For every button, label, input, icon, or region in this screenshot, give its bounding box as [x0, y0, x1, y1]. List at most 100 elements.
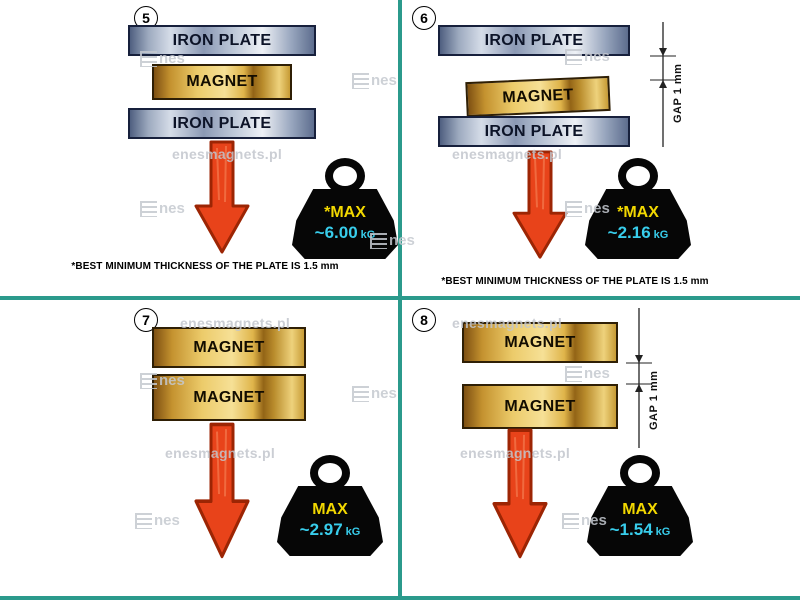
pull-force-arrow [194, 422, 250, 559]
magnet-plate: MAGNET [465, 75, 611, 118]
pull-force-arrow [512, 150, 568, 259]
enes-logo-icon [565, 201, 582, 217]
enes-logo-icon [565, 366, 582, 382]
enes-logo-text: nes [159, 372, 185, 389]
watermark-enes-logo: nes [352, 385, 397, 402]
watermark-enes-logo: nes [565, 48, 610, 65]
iron-plate-top: IRON PLATE [128, 25, 316, 56]
weight-unit: kG [655, 525, 671, 538]
watermark-enes-logo: nes [352, 72, 397, 89]
weight-handle [310, 455, 350, 491]
gap-label: GAP 1 mm [672, 63, 684, 123]
panel-number-badge: 8 [412, 308, 436, 332]
weight-handle [620, 455, 660, 491]
plate-label: IRON PLATE [172, 114, 272, 132]
enes-logo-icon [140, 51, 157, 67]
horizontal-divider [0, 296, 800, 300]
plate-label: MAGNET [504, 333, 576, 351]
weight-number: ~2.97 [299, 519, 343, 539]
magnet-plate-top: MAGNET [152, 327, 306, 368]
enes-logo-text: nes [584, 200, 610, 217]
iron-plate-bottom: IRON PLATE [438, 116, 630, 147]
enes-logo-icon [562, 513, 579, 529]
enes-logo-icon [140, 201, 157, 217]
watermark-enes-logo: nes [370, 232, 415, 249]
watermark-enes-logo: nes [140, 200, 185, 217]
plate-label: MAGNET [502, 85, 574, 107]
enes-logo-text: nes [389, 232, 415, 249]
weight-number: ~1.54 [609, 519, 653, 539]
magnet-plate-bottom: MAGNET [462, 384, 618, 429]
enes-logo-text: nes [154, 512, 180, 529]
iron-plate-bottom: IRON PLATE [128, 108, 316, 139]
watermark-enes-logo: nes [140, 50, 185, 67]
enes-logo-text: nes [581, 512, 607, 529]
plate-label: IRON PLATE [484, 122, 584, 140]
weight-handle [618, 158, 658, 194]
plate-label: MAGNET [186, 73, 258, 90]
iron-plate-top: IRON PLATE [438, 25, 630, 56]
pull-force-arrow [194, 140, 250, 254]
watermark-site: enesmagnets.pl [452, 315, 563, 331]
enes-logo-icon [135, 513, 152, 529]
panel-number-badge: 6 [412, 6, 436, 30]
weight-max-label: *MAX [617, 203, 659, 221]
panel-5: 5 IRON PLATE MAGNET IRON PLATE *MAX ~6.0… [0, 0, 400, 300]
watermark-enes-logo: nes [140, 372, 185, 389]
enes-logo-text: nes [159, 50, 185, 67]
weight-max-label: *MAX [324, 203, 366, 221]
watermark-enes-logo: nes [562, 512, 607, 529]
weight-number: ~6.00 [314, 222, 358, 242]
watermark-site: enesmagnets.pl [165, 445, 276, 461]
watermark-site: enesmagnets.pl [180, 315, 291, 331]
enes-logo-icon [352, 386, 369, 402]
footnote: *BEST MINIMUM THICKNESS OF THE PLATE IS … [71, 261, 339, 272]
watermark-enes-logo: nes [565, 200, 610, 217]
magnet-plate-bottom: MAGNET [152, 374, 306, 421]
pull-force-arrow [492, 428, 548, 559]
watermark-enes-logo: nes [565, 365, 610, 382]
magnet-plate: MAGNET [152, 64, 292, 100]
bottom-border [0, 596, 800, 600]
panel-6: 6 IRON PLATE MAGNET IRON PLATE GAP 1 mm … [400, 0, 800, 300]
weight-unit: kG [653, 228, 669, 241]
magnet-plate-top: MAGNET [462, 322, 618, 363]
plate-label: IRON PLATE [484, 31, 584, 49]
plate-label: MAGNET [193, 388, 265, 406]
enes-logo-text: nes [584, 48, 610, 65]
enes-logo-text: nes [159, 200, 185, 217]
watermark-site: enesmagnets.pl [172, 146, 283, 162]
weight-number: ~2.16 [607, 222, 651, 242]
watermark-site: enesmagnets.pl [460, 445, 571, 461]
enes-logo-text: nes [371, 385, 397, 402]
weight-max-label: MAX [622, 500, 658, 518]
gap-dimension-lines [626, 308, 652, 448]
vertical-divider [398, 0, 402, 600]
plate-label: IRON PLATE [172, 31, 272, 49]
weight-handle [325, 158, 365, 194]
enes-logo-icon [370, 233, 387, 249]
gap-dimension-lines [650, 22, 676, 147]
enes-logo-icon [565, 49, 582, 65]
enes-logo-icon [352, 73, 369, 89]
gap-label: GAP 1 mm [648, 370, 660, 430]
watermark-site: enesmagnets.pl [452, 146, 563, 162]
plate-label: MAGNET [193, 338, 265, 356]
enes-logo-text: nes [584, 365, 610, 382]
weight-max-label: MAX [312, 500, 348, 518]
